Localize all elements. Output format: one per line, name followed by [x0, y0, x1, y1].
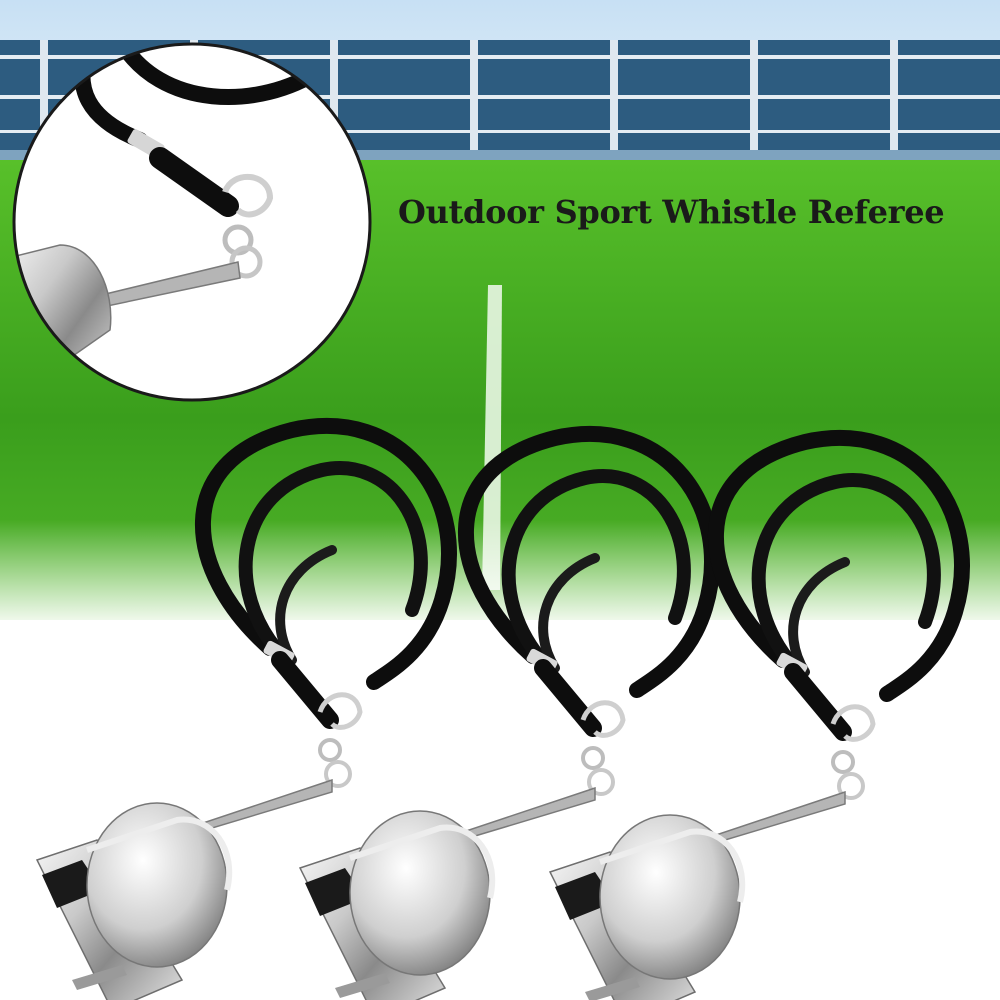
headline-text: Outdoor Sport Whistle Referee — [398, 193, 945, 231]
field-line — [482, 285, 502, 590]
